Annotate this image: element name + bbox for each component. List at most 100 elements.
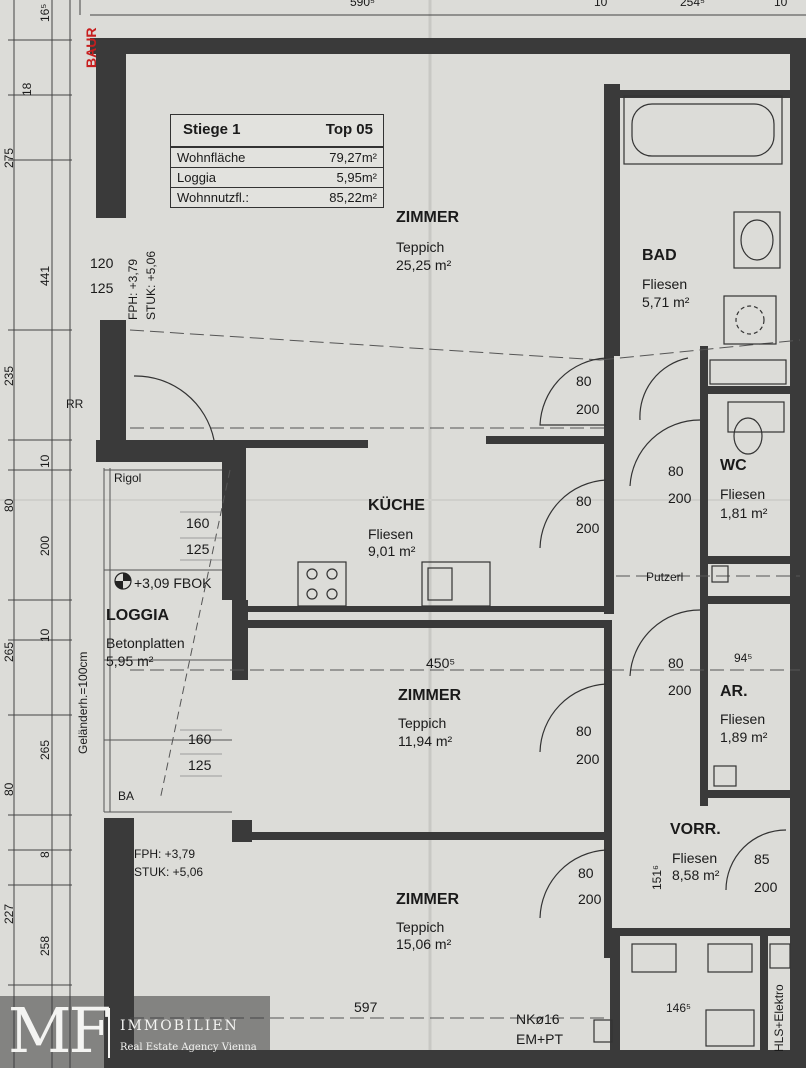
door-width-label: 80 xyxy=(576,493,592,509)
dimension-left: 265 xyxy=(2,641,16,662)
room-area-loggia: 5,95 m² xyxy=(106,653,154,669)
room-name-zimmer-bottom: ZIMMER xyxy=(396,891,460,908)
info-header: Stiege 1 Top 05 xyxy=(171,115,383,148)
dimension-left: 227 xyxy=(2,903,16,924)
ba-label: BA xyxy=(118,789,135,803)
dimension-left: 10 xyxy=(38,454,52,468)
company-logo: MF IMMOBILIEN Real Estate Agency Vienna xyxy=(8,994,257,1067)
dimension-top: 590⁵ xyxy=(350,0,375,9)
door-width-label: 85 xyxy=(754,851,770,867)
dimension-left: 258 xyxy=(38,935,52,956)
fph-label: FPH: +3,79 xyxy=(134,847,196,861)
room-floor-wc: Fliesen xyxy=(720,486,766,502)
window-height-label: 125 xyxy=(90,280,114,296)
door-height-label: 200 xyxy=(578,891,602,907)
width-dimension: 450⁵ xyxy=(426,655,456,671)
dimension-left: 441 xyxy=(38,265,52,286)
window-width-label: 120 xyxy=(90,255,114,271)
dimension-left: 80 xyxy=(2,782,16,796)
dimension-left: 80 xyxy=(2,498,16,512)
room-name-wc: WC xyxy=(720,457,747,474)
stuk-label: STUK: +5,06 xyxy=(134,865,204,879)
window-height-label: 125 xyxy=(186,541,210,557)
rr-label: RR xyxy=(66,397,84,411)
room-floor-bad: Fliesen xyxy=(642,276,688,292)
nk-label: NKø16 xyxy=(516,1011,560,1027)
room-area-vorr: 8,58 m² xyxy=(672,867,720,883)
stuk-label: STUK: +5,06 xyxy=(144,250,158,320)
dimension-top: 10 xyxy=(594,0,608,9)
dimension-left: 8 xyxy=(38,851,52,858)
width-dimension: 146⁵ xyxy=(666,1001,691,1015)
room-floor-kueche: Fliesen xyxy=(368,526,414,542)
info-row-label: Wohnnutzfl.: xyxy=(177,190,250,205)
info-row-label: Wohnfläche xyxy=(177,150,246,165)
door-height-label: 200 xyxy=(668,682,692,698)
door-width-label: 80 xyxy=(668,463,684,479)
room-floor-vorr: Fliesen xyxy=(672,850,718,866)
room-name-vorr: VORR. xyxy=(670,821,721,838)
room-name-bad: BAD xyxy=(642,247,677,264)
room-floor-zimmer-bottom: Teppich xyxy=(396,919,445,935)
room-area-kueche: 9,01 m² xyxy=(368,543,416,559)
info-row-value: 85,22m² xyxy=(329,190,377,205)
room-name-loggia: LOGGIA xyxy=(106,607,170,624)
dimension-left: 200 xyxy=(38,535,52,556)
info-row-value: 79,27m² xyxy=(329,150,377,165)
fph-label: FPH: +3,79 xyxy=(126,258,140,320)
width-dimension: 94⁵ xyxy=(734,651,753,665)
dimension-left: 265 xyxy=(38,739,52,760)
door-height-label: 200 xyxy=(668,490,692,506)
door-width-label: 80 xyxy=(576,373,592,389)
unit-info-table: Stiege 1 Top 05 Wohnfläche 79,27m² Loggi… xyxy=(170,114,384,208)
unit-label: Top 05 xyxy=(325,121,373,138)
door-width-label: 80 xyxy=(578,865,594,881)
door-height-label: 200 xyxy=(576,751,600,767)
room-floor-zimmer-top: Teppich xyxy=(396,239,445,255)
logo-monogram: MF xyxy=(8,994,112,1067)
room-area-bad: 5,71 m² xyxy=(642,294,690,310)
info-row-label: Loggia xyxy=(177,170,217,185)
window-width-label: 160 xyxy=(188,731,212,747)
window-height-label: 125 xyxy=(188,757,212,773)
room-area-zimmer-mid: 11,94 m² xyxy=(398,733,453,749)
fbok-label: +3,09 FBOK xyxy=(134,575,212,591)
info-row: Loggia 5,95m² xyxy=(171,168,383,188)
logo-divider xyxy=(108,1008,110,1058)
info-row-value: 5,95m² xyxy=(336,170,377,185)
logo-tagline: Real Estate Agency Vienna xyxy=(120,1042,257,1053)
info-row: Wohnfläche 79,27m² xyxy=(171,148,383,168)
railing-height-label: Geländerh.=100cm xyxy=(76,651,90,754)
dimension-left: 16⁵ xyxy=(38,3,52,22)
room-name-ar: AR. xyxy=(720,683,748,700)
room-floor-zimmer-mid: Teppich xyxy=(398,715,447,731)
room-area-ar: 1,89 m² xyxy=(720,729,768,745)
logo-name: IMMOBILIEN xyxy=(120,1018,239,1034)
door-height-label: 200 xyxy=(754,879,778,895)
door-height-label: 200 xyxy=(576,520,600,536)
room-floor-loggia: Betonplatten xyxy=(106,635,185,651)
room-floor-ar: Fliesen xyxy=(720,711,766,727)
dimension-left: 10 xyxy=(38,628,52,642)
room-area-wc: 1,81 m² xyxy=(720,505,768,521)
info-row: Wohnnutzfl.: 85,22m² xyxy=(171,188,383,207)
dimension-left: 235 xyxy=(2,365,16,386)
dimension-left: 275 xyxy=(2,147,16,168)
room-name-zimmer-mid: ZIMMER xyxy=(398,687,462,704)
dimension-left: 18 xyxy=(20,82,34,96)
room-name-kueche: KÜCHE xyxy=(368,497,425,514)
room-name-zimmer-top: ZIMMER xyxy=(396,209,460,226)
rigol-label: Rigol xyxy=(114,471,142,485)
width-dimension: 597 xyxy=(354,999,378,1015)
door-height-label: 200 xyxy=(576,401,600,417)
putzerl-label: Putzerl xyxy=(646,570,684,584)
em-pt-label: EM+PT xyxy=(516,1031,564,1047)
stair-label: Stiege 1 xyxy=(183,121,241,138)
dimension-top: 254⁵ xyxy=(680,0,705,9)
room-area-zimmer-top: 25,25 m² xyxy=(396,257,452,273)
room-area-zimmer-bottom: 15,06 m² xyxy=(396,936,452,952)
window-width-label: 160 xyxy=(186,515,210,531)
width-dimension: 151⁶ xyxy=(650,865,664,890)
door-width-label: 80 xyxy=(576,723,592,739)
